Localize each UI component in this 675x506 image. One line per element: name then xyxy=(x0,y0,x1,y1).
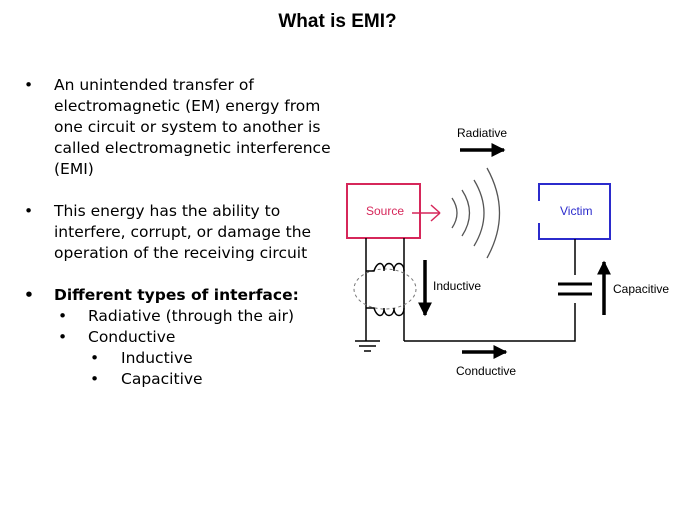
bullet-marker: • xyxy=(24,202,34,220)
bullet-item: • An unintended transfer of electromagne… xyxy=(22,75,342,180)
victim-label: Victim xyxy=(560,204,592,218)
sub-bullet-item: • Radiative (through the air) xyxy=(22,306,342,327)
sub-sub-bullet-text: Inductive xyxy=(121,349,193,367)
sub-bullet-item: • Conductive xyxy=(22,327,342,348)
conductive-wire xyxy=(404,239,576,342)
bullet-text: An unintended transfer of electromagneti… xyxy=(54,76,331,178)
sub-bullet-text: Radiative (through the air) xyxy=(88,307,295,325)
bullet-text: This energy has the ability to interfere… xyxy=(54,202,312,262)
radiation-waves xyxy=(451,167,501,259)
sub-sub-bullet-item: • Inductive xyxy=(22,348,342,369)
victim-box xyxy=(538,183,611,240)
bullet-marker: • xyxy=(58,307,68,325)
sub-bullet-text: Conductive xyxy=(88,328,176,346)
bullet-list: • An unintended transfer of electromagne… xyxy=(22,75,342,390)
source-box xyxy=(346,183,421,239)
conductive-label: Conductive xyxy=(456,364,516,378)
sub-sub-bullet-text: Capacitive xyxy=(121,370,203,388)
inductive-label: Inductive xyxy=(433,279,481,293)
capacitor-icon xyxy=(558,275,592,303)
coupling-oval xyxy=(353,268,417,310)
sub-sub-bullet-item: • Capacitive xyxy=(22,369,342,390)
bullet-text: Different types of interface: xyxy=(54,286,299,304)
bullet-item: • Different types of interface: xyxy=(22,285,342,306)
bullet-marker: • xyxy=(90,370,100,388)
bullet-item: • This energy has the ability to interfe… xyxy=(22,201,342,264)
bullet-marker: • xyxy=(58,328,68,346)
antenna-icon xyxy=(412,204,441,222)
coil-icon xyxy=(366,262,405,317)
bullet-marker: • xyxy=(24,286,34,304)
page-title: What is EMI? xyxy=(278,11,397,32)
bullet-marker: • xyxy=(24,76,34,94)
capacitive-label: Capacitive xyxy=(613,282,669,296)
ground-icon xyxy=(355,340,380,352)
source-label: Source xyxy=(366,204,404,218)
radiative-label: Radiative xyxy=(457,126,507,140)
bullet-marker: • xyxy=(90,349,100,367)
